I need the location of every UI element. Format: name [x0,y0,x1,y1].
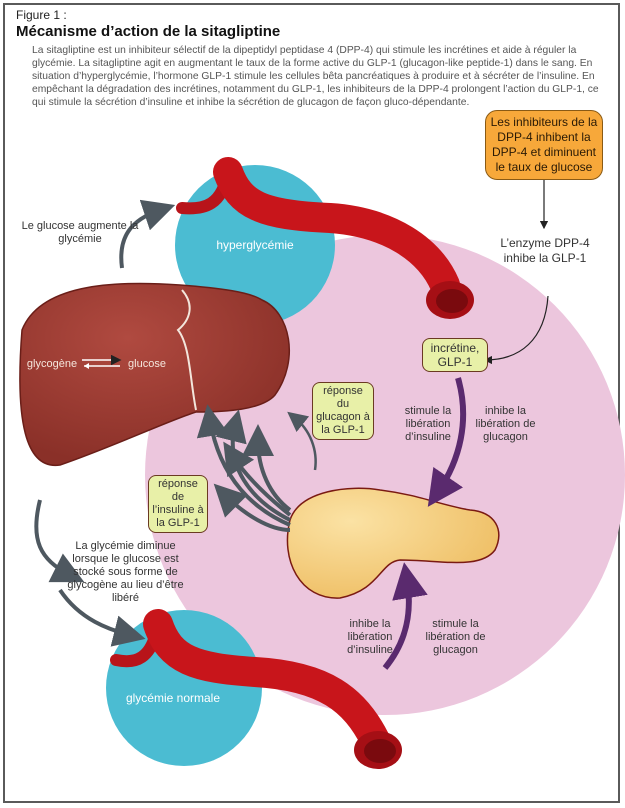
glucagon-response-box: réponse du glucagon à la GLP-1 [312,382,374,440]
arrow-glucagon [287,411,317,471]
arrow-incretin-to-pancreas [427,377,467,507]
figure-label: Figure 1 : [16,8,67,22]
arrow-bottom-to-pancreas [382,562,428,670]
incretin-box: incrétine, GLP-1 [422,338,488,372]
liver [19,282,291,466]
arrow-insulin-5 [213,483,291,532]
glycemia-decreases-label: La glycémie diminue lorsque le glucose e… [67,540,184,604]
arrow-insulin-3 [223,441,292,517]
stimulates-glucagon-label-bottom: stimule la libération de glucagon [425,618,486,656]
arrow-insulin-4 [242,424,292,512]
glucose-raises-label: Le glucose augmente la glycémie [21,220,139,245]
dpp4-inhibitors-box: Les inhibiteurs de la DPP-4 inhibent la … [485,110,603,180]
hyperglycemia-label: hyperglycémie [216,238,294,252]
blood-vessel-top [176,157,474,319]
arrow-glucose-raises [119,199,176,269]
arrow-enzyme-to-incretin [483,295,549,365]
figure-title: Mécanisme d’action de la sitagliptine [16,23,281,40]
inhibits-insulin-label-bottom: inhibe la libération d’insuline [347,618,393,656]
pancreas [286,487,500,599]
normal-glycemia-label: glycémie normale [125,691,221,705]
inhibits-glucagon-label-top: inhibe la libération de glucagon [475,405,536,443]
arrow-glycemia-decreases [34,499,85,583]
insulin-response-box: réponse de l’insuline à la GLP-1 [148,475,208,533]
blood-vessel-bottom [110,609,402,769]
figure-intro: La sitagliptine est un inhibiteur sélect… [32,45,599,108]
glycogen-label: glycogène [26,358,78,370]
enzyme-dpp4-label: L’enzyme DPP-4 inhibe la GLP-1 [500,236,590,265]
arrow-insulin-2 [215,409,291,522]
stimulates-insulin-label-top: stimule la libération d’insuline [404,405,452,443]
glucose-label: glucose [128,358,166,370]
